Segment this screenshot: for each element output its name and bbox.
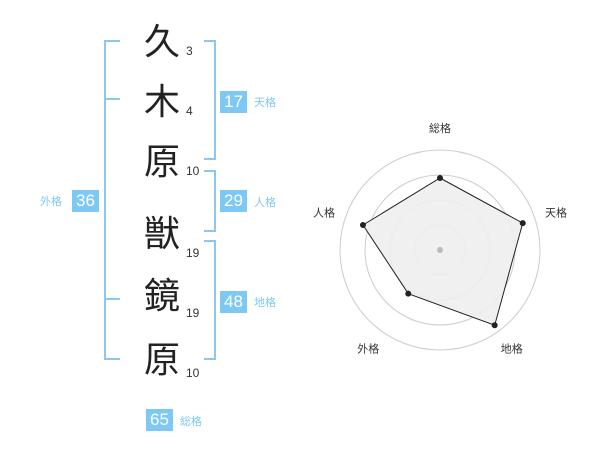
radar-ring	[339, 149, 541, 351]
stroke-count-6: 10	[186, 366, 200, 380]
chikaku-label: 地格	[254, 296, 276, 309]
radar-point-1	[437, 175, 443, 181]
name-char-1: 久	[143, 22, 180, 63]
name-char-4: 獣	[143, 214, 180, 255]
jinkaku-label: 人格	[254, 196, 276, 209]
stroke-count-1: 3	[186, 44, 193, 58]
radar-axis-label: 総格	[429, 121, 451, 135]
gaikaku-bracket-tick	[104, 98, 120, 100]
radar-axis-label: 天格	[545, 205, 567, 219]
radar-point-4	[405, 290, 412, 297]
soukaku-label: 総格	[180, 415, 202, 428]
radar-polygon	[362, 177, 524, 326]
radar-point-3	[491, 322, 498, 329]
name-char-6: 原	[143, 340, 180, 381]
gaikaku-label: 外格	[40, 195, 62, 208]
stroke-count-5: 19	[186, 306, 200, 320]
jinkaku-bracket	[204, 170, 216, 232]
tenkaku-value: 17	[220, 91, 247, 113]
soukaku-value: 65	[146, 409, 173, 431]
gaikaku-bracket	[104, 40, 120, 360]
chikaku-value: 48	[220, 291, 247, 313]
radar-axis-label: 地格	[501, 342, 523, 356]
name-char-5: 鏡	[143, 276, 180, 317]
tenkaku-label: 天格	[254, 96, 276, 109]
radar-point-2	[519, 220, 526, 227]
name-char-2: 木	[143, 82, 180, 123]
radar-center-point	[437, 247, 443, 253]
radar-axis-label: 人格	[313, 205, 335, 219]
gaikaku-value: 36	[72, 190, 99, 212]
stroke-count-4: 19	[186, 246, 200, 260]
radar-axis-label: 外格	[357, 342, 379, 356]
name-char-3: 原	[143, 142, 180, 183]
jinkaku-value: 29	[220, 190, 247, 212]
radar-point-5	[359, 221, 366, 228]
gaikaku-bracket-tick	[104, 298, 120, 300]
stroke-count-3: 10	[186, 164, 200, 178]
tenkaku-bracket	[204, 40, 216, 160]
chikaku-bracket	[204, 240, 216, 360]
stroke-count-2: 4	[186, 104, 193, 118]
